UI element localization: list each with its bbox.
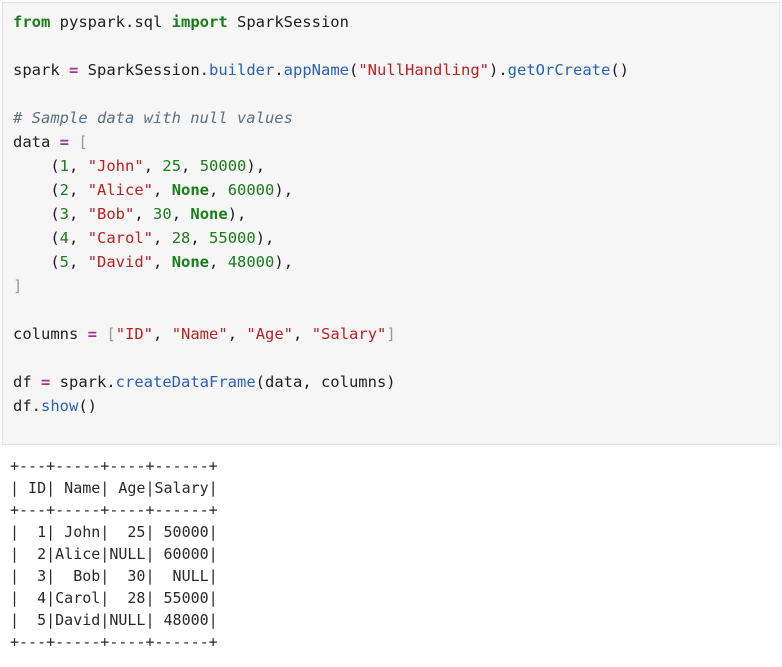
code-line-17: df.show() <box>13 397 97 415</box>
code-line-11: (5, "David", None, 48000), <box>13 253 294 271</box>
import-keyword: import <box>171 13 228 31</box>
code-line-16: df = spark.createDataFrame(data, columns… <box>13 373 396 391</box>
output-table-border-top: +---+-----+----+------+ <box>10 457 218 475</box>
code-line-7: (1, "John", 25, 50000), <box>13 157 266 175</box>
code-line-1: from pyspark.sql import SparkSession <box>13 13 349 31</box>
code-line-8: (2, "Alice", None, 60000), <box>13 181 294 199</box>
output-table-border-mid: +---+-----+----+------+ <box>10 501 218 519</box>
output-table-header: | ID| Name| Age|Salary| <box>10 479 218 497</box>
code-line-12: ] <box>13 277 23 295</box>
code-comment: # Sample data with null values <box>13 109 293 127</box>
output-table-row: | 5|David|NULL| 48000| <box>10 611 218 629</box>
code-line-6: data = [ <box>13 133 88 151</box>
code-line-14: columns = ["ID", "Name", "Age", "Salary"… <box>13 325 396 343</box>
code-block[interactable]: from pyspark.sql import SparkSession spa… <box>2 2 780 445</box>
output-table-border-bottom: +---+-----+----+------+ <box>10 633 218 651</box>
code-line-9: (3, "Bob", 30, None), <box>13 205 247 223</box>
output-table-row: | 2|Alice|NULL| 60000| <box>10 545 218 563</box>
import-from-keyword: from <box>13 13 51 31</box>
code-line-10: (4, "Carol", 28, 55000), <box>13 229 275 247</box>
output-table-row: | 4|Carol| 28| 55000| <box>10 589 218 607</box>
code-line-3: spark = SparkSession.builder.appName("Nu… <box>13 61 629 79</box>
output-table-row: | 3| Bob| 30| NULL| <box>10 567 218 585</box>
output-table-row: | 1| John| 25| 50000| <box>10 523 218 541</box>
